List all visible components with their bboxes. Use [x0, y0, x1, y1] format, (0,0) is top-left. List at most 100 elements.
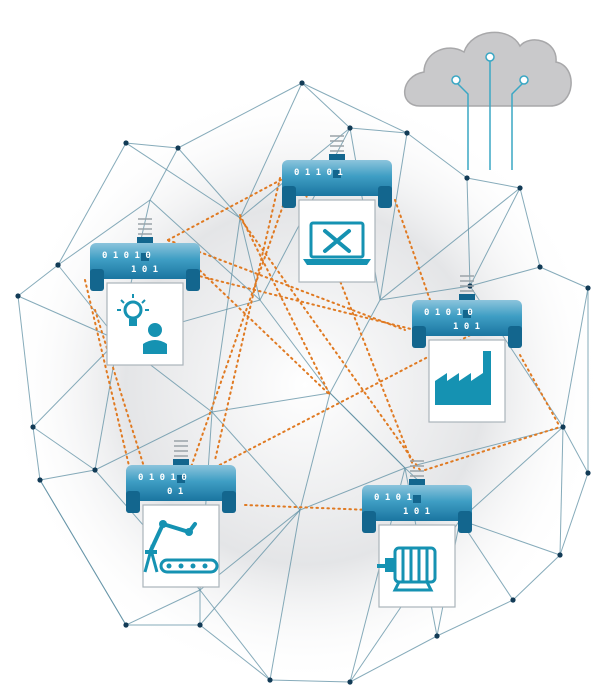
module-robot: 0 1 0 1 0 0 1 [126, 440, 236, 588]
mesh-node [434, 633, 440, 639]
mesh-edge [466, 177, 471, 287]
mesh-edge [459, 519, 514, 601]
mesh-edge [94, 411, 213, 471]
mesh-node [30, 424, 36, 430]
module-motor: 0 1 0 11 0 1 [362, 460, 472, 608]
dotted-link [214, 177, 281, 461]
mesh-edge [301, 82, 351, 129]
module-left-tab [412, 326, 426, 348]
mesh-edge [379, 187, 521, 301]
mesh-edge [269, 509, 301, 681]
mesh-node [175, 145, 181, 151]
module-left-tab [90, 269, 104, 291]
mesh-edge [469, 266, 541, 287]
mesh-node [404, 130, 410, 136]
laptop-tools-icon [303, 221, 371, 265]
mesh-edge [177, 147, 241, 219]
mesh-node [347, 125, 353, 131]
mesh-node [123, 140, 129, 146]
mesh-edge [57, 142, 127, 266]
cloud-icon [403, 31, 572, 170]
mesh-edge [562, 426, 589, 474]
module-service: 0 1 1 0 1 [282, 135, 392, 283]
mesh-node [37, 477, 43, 483]
module-chip [463, 310, 471, 318]
mesh-node [299, 80, 305, 86]
mesh-edge [149, 199, 261, 301]
mesh-edge [269, 679, 351, 683]
mesh-edge [436, 599, 514, 637]
module-chip [177, 475, 185, 483]
mesh-node [464, 175, 470, 181]
module-links [84, 174, 561, 511]
binary-label-bottom: 0 1 [167, 487, 183, 497]
mesh-node [267, 677, 273, 683]
module-chip [333, 170, 341, 178]
mesh-edge [39, 469, 96, 481]
mesh-edge [406, 132, 468, 179]
electric-motor-icon [377, 546, 437, 592]
mesh-edge [459, 519, 561, 556]
mesh-edge [562, 287, 589, 428]
mesh-node [123, 622, 129, 628]
binary-label-top: 0 1 0 1 0 [102, 251, 151, 261]
binary-label-top: 0 1 0 1 0 [138, 473, 187, 483]
mesh-edge [211, 217, 241, 413]
mesh-edge [301, 82, 408, 134]
module-right-tab [508, 326, 522, 348]
dotted-link [239, 217, 421, 471]
mesh-edge [539, 266, 589, 289]
mesh-edge [199, 624, 271, 681]
module-right-tab [186, 269, 200, 291]
mesh-edge [211, 411, 301, 511]
module-chip [413, 495, 421, 503]
dotted-link [167, 174, 291, 241]
dotted-link [394, 199, 431, 301]
mesh-edge [519, 187, 541, 268]
mesh-node [510, 597, 516, 603]
module-right-tab [222, 491, 236, 513]
mesh-node [92, 467, 98, 473]
mesh-node [557, 552, 563, 558]
mesh-edge [32, 426, 41, 481]
module-right-tab [458, 511, 472, 533]
mesh-edge [512, 554, 561, 601]
robot-arm-conveyor-icon [143, 520, 219, 574]
mesh-node [517, 185, 523, 191]
lightbulb-person-icon [117, 294, 167, 354]
binary-label-bottom: 1 0 1 [453, 322, 480, 332]
mesh-edge [211, 392, 331, 413]
module-right-tab [378, 186, 392, 208]
dotted-link [424, 426, 561, 471]
mesh-node [55, 262, 61, 268]
module-chip [141, 253, 149, 261]
dotted-link [94, 309, 146, 471]
module-idea: 0 1 0 1 01 0 1 [90, 218, 200, 366]
module-factory: 0 1 0 1 01 0 1 [412, 275, 522, 423]
mesh-node [537, 264, 543, 270]
mesh-edge [39, 479, 127, 626]
mesh-edge [329, 299, 381, 394]
binary-label-top: 0 1 1 0 1 [294, 168, 343, 178]
mesh-edge [125, 142, 179, 149]
mesh-edge [329, 392, 406, 469]
mesh-edge [299, 392, 331, 511]
mesh-edge [379, 285, 471, 301]
mesh-edge [459, 426, 564, 521]
dotted-link [167, 239, 406, 331]
mesh-node [560, 424, 566, 430]
mesh-edge [299, 467, 406, 511]
module-connector [459, 294, 475, 302]
mesh-node [15, 293, 21, 299]
mesh-edge [559, 426, 564, 556]
module-left-tab [126, 491, 140, 513]
module-left-tab [282, 186, 296, 208]
mesh-node [197, 622, 203, 628]
mesh-node [585, 470, 591, 476]
dotted-link [189, 199, 286, 471]
dotted-link [84, 279, 131, 471]
module-connector [329, 154, 345, 162]
dotted-link [244, 504, 371, 511]
mesh-edge [239, 217, 261, 301]
